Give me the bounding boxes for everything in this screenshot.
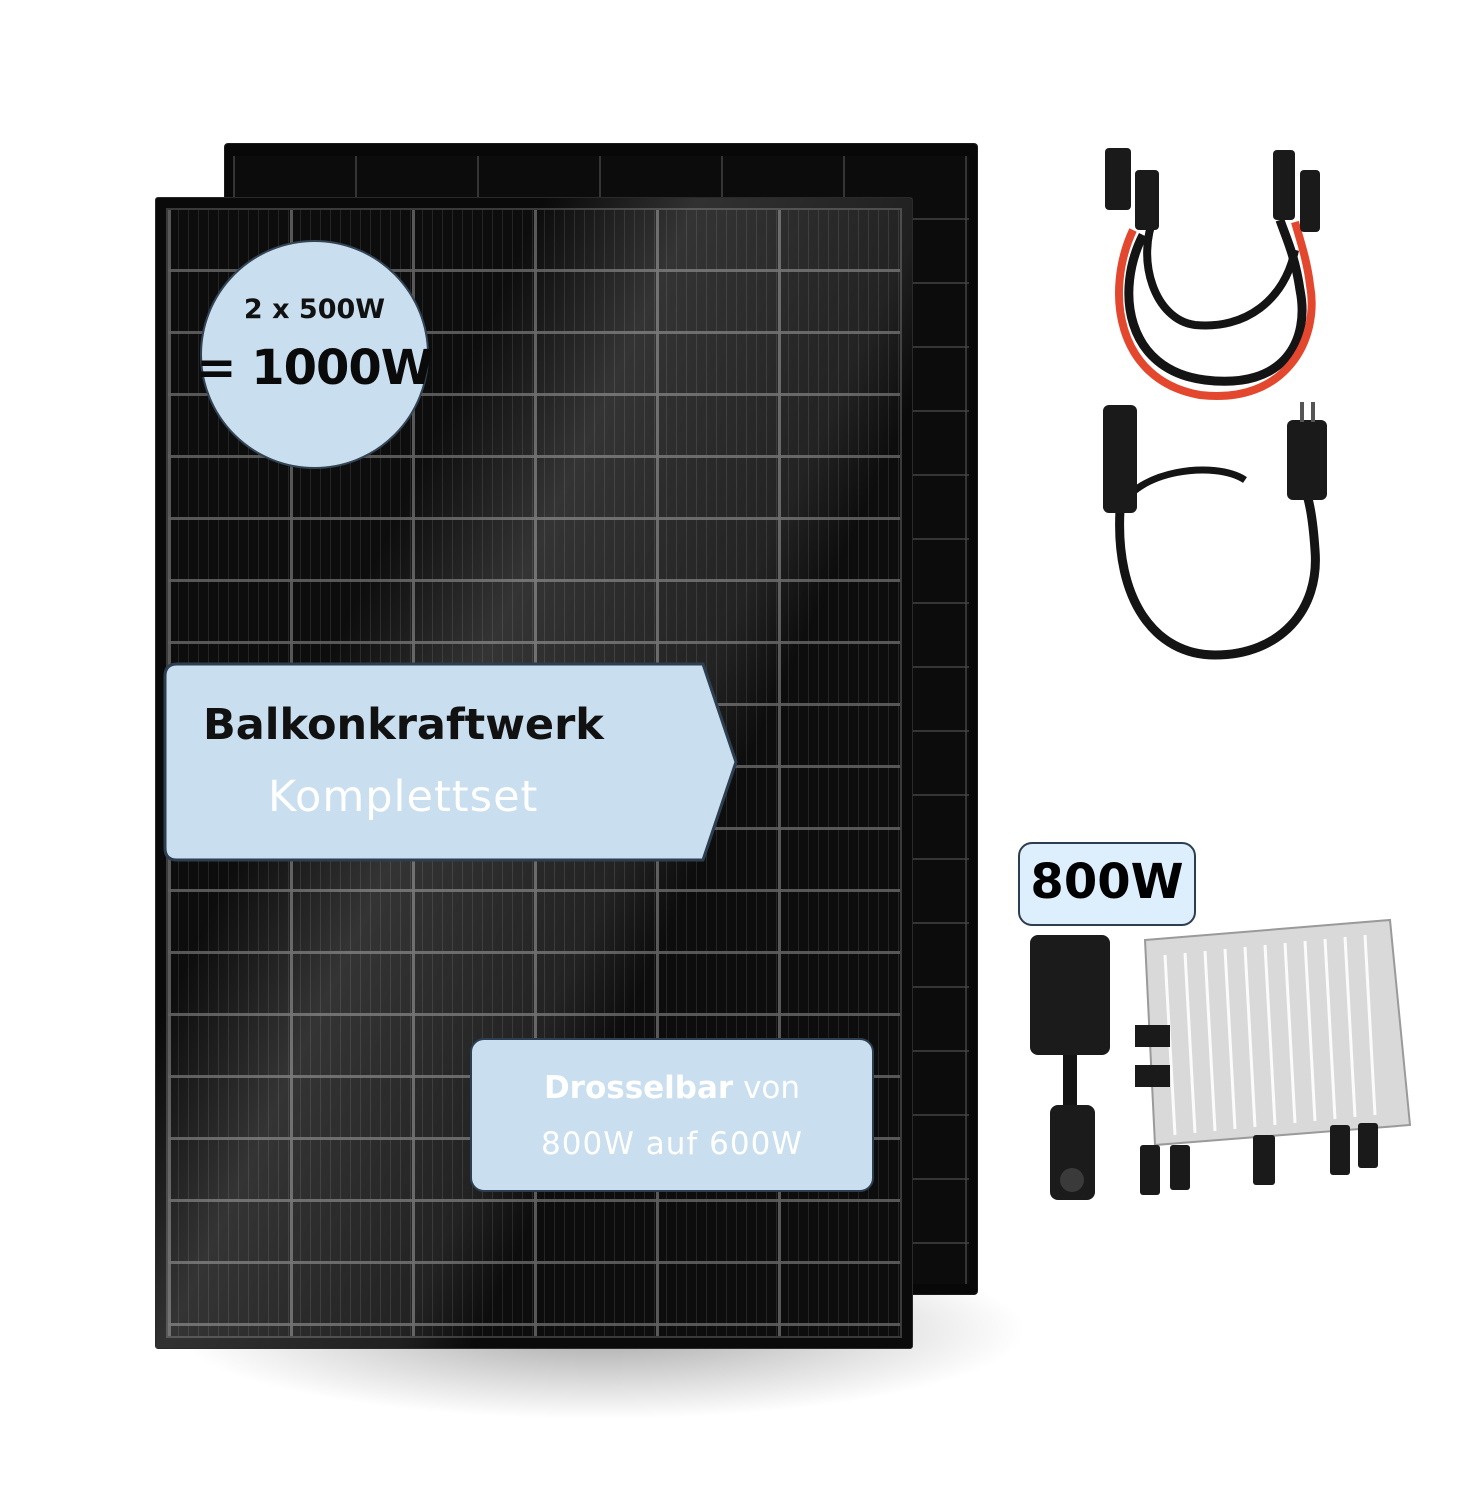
power-badge: 2 x 500W = 1000W (196, 240, 434, 469)
arrow-shape (163, 662, 738, 862)
product-label: Balkonkraftwerk Komplettset (163, 662, 738, 862)
inverter-power-badge: 800W (1018, 842, 1196, 926)
solar-cable-icon (1105, 148, 1320, 401)
power-badge-line1: 2 x 500W (243, 294, 386, 325)
product-subtitle: Komplettset (268, 772, 539, 822)
throttle-rest: von (733, 1070, 801, 1106)
throttle-line2: 800W auf 600W (541, 1126, 803, 1162)
throttle-line1: Drosselbar von (472, 1070, 872, 1106)
plug-cable-icon (1103, 402, 1327, 660)
inverter-power-label: 800W (1030, 854, 1184, 910)
product-title: Balkonkraftwerk (203, 700, 604, 750)
micro-inverter-icon (1030, 918, 1412, 1200)
throttle-info-box: Drosselbar von 800W auf 600W (470, 1038, 874, 1192)
power-badge-line2: = 1000W (196, 340, 433, 396)
throttle-bold: Drosselbar (543, 1070, 734, 1106)
